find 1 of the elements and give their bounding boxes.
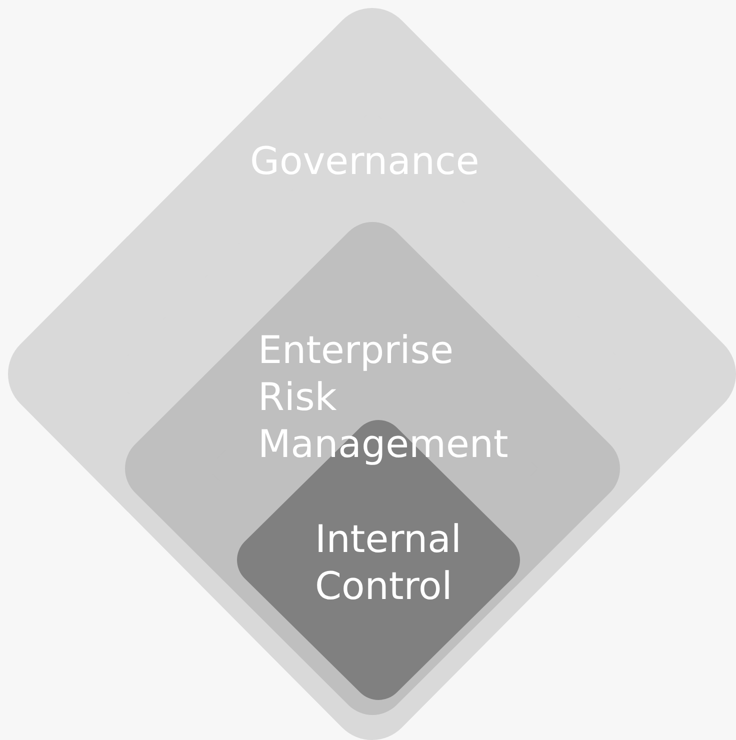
section-label: Internal Control: [315, 516, 462, 610]
